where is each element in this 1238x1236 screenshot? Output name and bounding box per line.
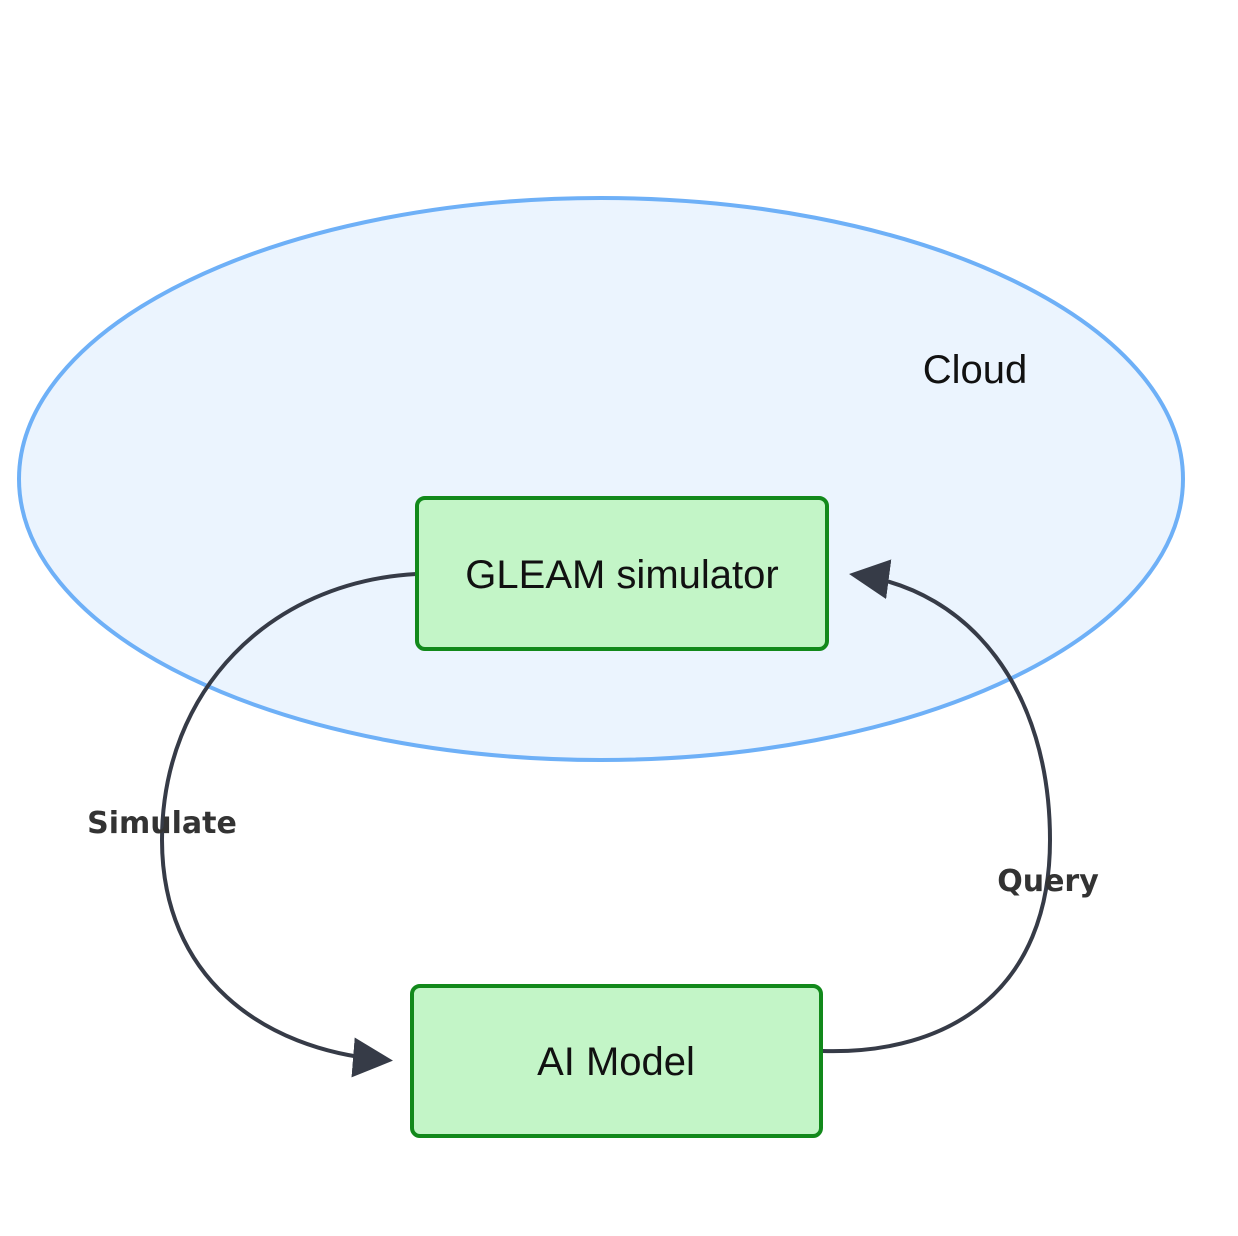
cloud-label: Cloud [923,348,1028,392]
edge-query[interactable]: Query [821,559,1099,1054]
ai-model-box[interactable] [410,984,823,1138]
query-edge-label: Query [997,864,1099,899]
cloud-region: Cloud [17,196,1185,762]
simulate-edge-line[interactable] [159,572,417,1078]
edge-simulate[interactable]: Simulate [87,572,417,1078]
gleam-simulator-box[interactable] [415,496,829,651]
query-edge-line[interactable] [821,559,1053,1054]
node-gleam-simulator[interactable]: GLEAM simulator [415,496,829,651]
gleam-simulator-label: GLEAM simulator [465,553,778,597]
ai-model-label: AI Model [537,1040,695,1084]
cloud-ellipse [17,196,1185,762]
simulate-edge-label: Simulate [87,806,237,841]
node-ai-model[interactable]: AI Model [410,984,823,1138]
